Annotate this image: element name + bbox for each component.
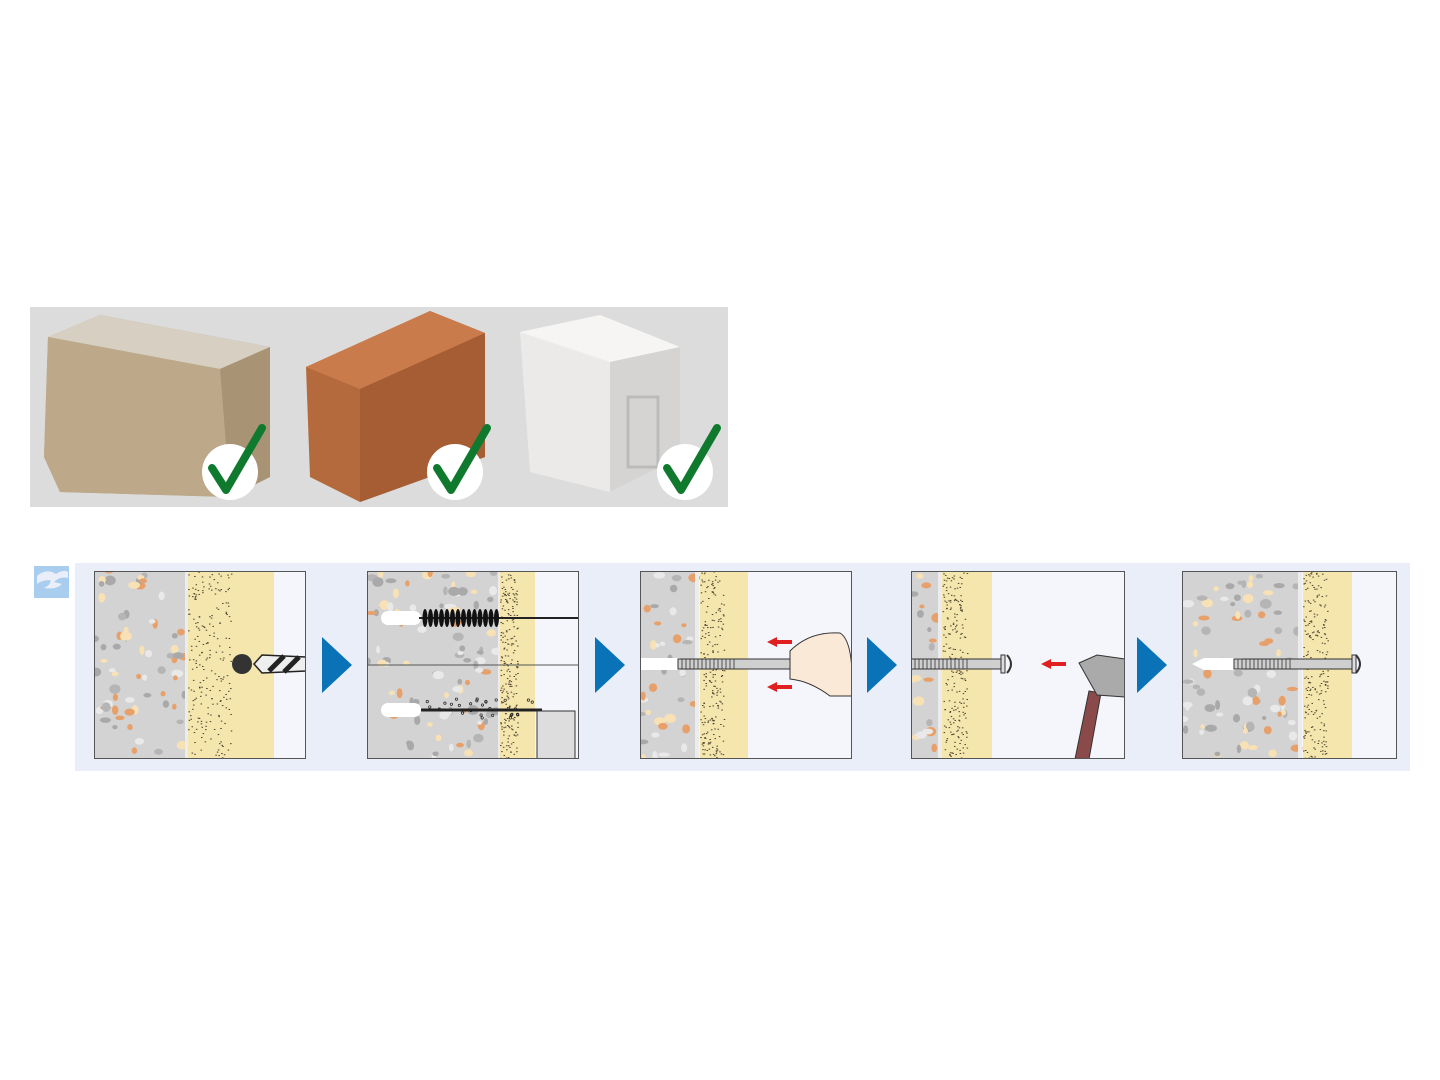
- concrete-wall: [94, 571, 185, 759]
- check-mark-icon: [657, 424, 721, 500]
- installation-logo-icon: [34, 566, 69, 598]
- step-4-hammer-in: [911, 571, 1125, 759]
- approved-materials-panel: [30, 307, 728, 507]
- aerated-concrete-block-icon: [520, 315, 680, 492]
- frame-anchor-icon: [911, 654, 1006, 674]
- check-mark-icon: [427, 424, 491, 500]
- step-2-clean-hole: [367, 571, 579, 759]
- next-arrow-icon: [595, 637, 625, 693]
- concrete-block-icon: [44, 315, 270, 497]
- next-arrow-icon: [867, 637, 897, 693]
- drilled-hole: [232, 654, 252, 674]
- check-mark-icon: [202, 424, 266, 500]
- cleaning-brush-icon: [419, 609, 579, 627]
- step-3-insert-anchor: [640, 571, 852, 759]
- push-arrow-icon: [767, 637, 792, 692]
- drill-bit-icon: [252, 654, 306, 674]
- blow-out-pump-icon: [421, 708, 576, 759]
- hammer-icon: [1074, 654, 1125, 759]
- step-1-drill-hole: [94, 571, 306, 759]
- clay-brick-icon: [306, 311, 485, 502]
- hammer-direction-arrow-icon: [1041, 659, 1066, 669]
- next-arrow-icon: [1137, 637, 1167, 693]
- step-5-installed: [1182, 571, 1397, 759]
- next-arrow-icon: [322, 637, 352, 693]
- installed-anchor-icon: [1233, 654, 1357, 674]
